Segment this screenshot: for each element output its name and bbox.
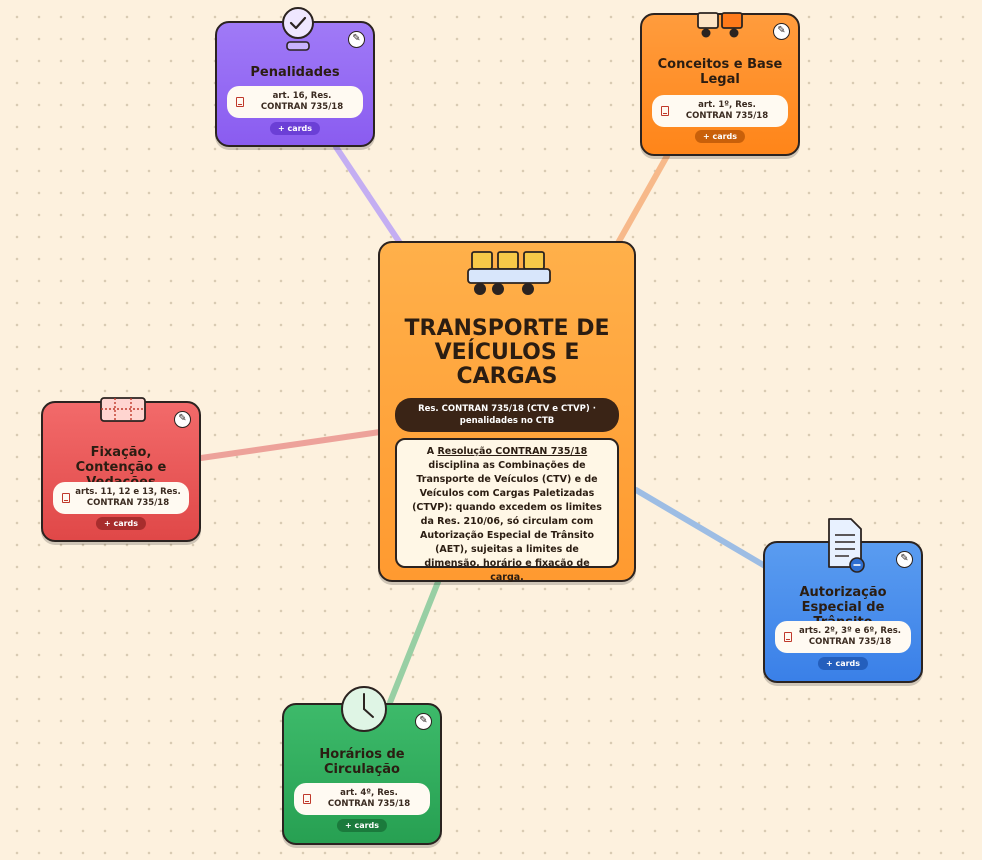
add-cards-button[interactable]: + cards	[336, 819, 388, 832]
node-fixacao[interactable]: ✎ Fixação, Contenção e Vedações arts. 11…	[41, 397, 201, 542]
reference-text: arts. 2º, 3º e 6º, Res. CONTRAN 735/18	[798, 626, 902, 647]
link-conceitos	[615, 153, 670, 246]
node-title: Horários de Circulação	[319, 747, 405, 777]
book-icon	[784, 632, 792, 642]
edit-pencil-icon[interactable]: ✎	[896, 551, 913, 568]
pallet-grid-icon	[100, 397, 146, 422]
node-penalidades[interactable]: ✎ Penalidades art. 16, Res. CONTRAN 735/…	[215, 7, 375, 147]
reference-text: arts. 11, 12 e 13, Res. CONTRAN 735/18	[75, 487, 181, 508]
link-horarios	[386, 579, 441, 708]
central-node[interactable]: TRANSPORTE DE VEÍCULOS E CARGAS Res. CON…	[378, 241, 636, 583]
reference-pill: arts. 2º, 3º e 6º, Res. CONTRAN 735/18	[775, 621, 911, 653]
add-cards-button[interactable]: + cards	[95, 517, 147, 530]
node-title: Conceitos e Base Legal	[657, 57, 783, 87]
add-cards-button[interactable]: + cards	[269, 122, 321, 135]
description-prefix: A	[426, 446, 438, 457]
central-title: TRANSPORTE DE VEÍCULOS E CARGAS	[404, 316, 610, 389]
central-description: A Resolução CONTRAN 735/18 disciplina as…	[395, 438, 619, 583]
book-icon	[303, 794, 311, 804]
add-cards-button[interactable]: + cards	[817, 657, 869, 670]
clock-icon	[341, 686, 387, 732]
truck-icon	[697, 12, 743, 38]
reference-text: art. 16, Res. CONTRAN 735/18	[260, 91, 344, 112]
link-fixacao	[198, 429, 383, 461]
link-penalidades	[333, 144, 403, 246]
truck-with-cargo-icon	[467, 251, 551, 295]
book-icon	[62, 493, 70, 503]
description-text: disciplina as Combinações de Transporte …	[412, 460, 602, 583]
central-subtitle: Res. CONTRAN 735/18 (CTV e CTVP) · penal…	[395, 398, 619, 432]
node-conceitos[interactable]: ✎ Conceitos e Base Legal art. 1º, Res. C…	[640, 12, 800, 156]
node-title: Penalidades	[250, 65, 340, 80]
reference-pill: art. 16, Res. CONTRAN 735/18	[227, 86, 363, 118]
resolution-link[interactable]: Resolução CONTRAN 735/18	[437, 446, 588, 457]
node-aet[interactable]: ✎ Autorização Especial de Trânsito arts.…	[763, 518, 923, 683]
book-icon	[661, 106, 669, 116]
node-horarios[interactable]: ✎ Horários de Circulação art. 4º, Res. C…	[282, 686, 442, 845]
link-aet	[633, 487, 768, 569]
add-cards-button[interactable]: + cards	[694, 130, 746, 143]
document-icon	[828, 518, 865, 573]
edit-pencil-icon[interactable]: ✎	[415, 713, 432, 730]
edit-pencil-icon[interactable]: ✎	[348, 31, 365, 48]
reference-pill: arts. 11, 12 e 13, Res. CONTRAN 735/18	[53, 482, 189, 514]
reference-pill: art. 4º, Res. CONTRAN 735/18	[294, 783, 430, 815]
reference-pill: art. 1º, Res. CONTRAN 735/18	[652, 95, 788, 127]
edit-pencil-icon[interactable]: ✎	[174, 411, 191, 428]
reference-text: art. 4º, Res. CONTRAN 735/18	[327, 788, 411, 809]
book-icon	[236, 97, 244, 107]
check-badge-icon	[282, 7, 314, 51]
edit-pencil-icon[interactable]: ✎	[773, 23, 790, 40]
reference-text: art. 1º, Res. CONTRAN 735/18	[685, 100, 769, 121]
